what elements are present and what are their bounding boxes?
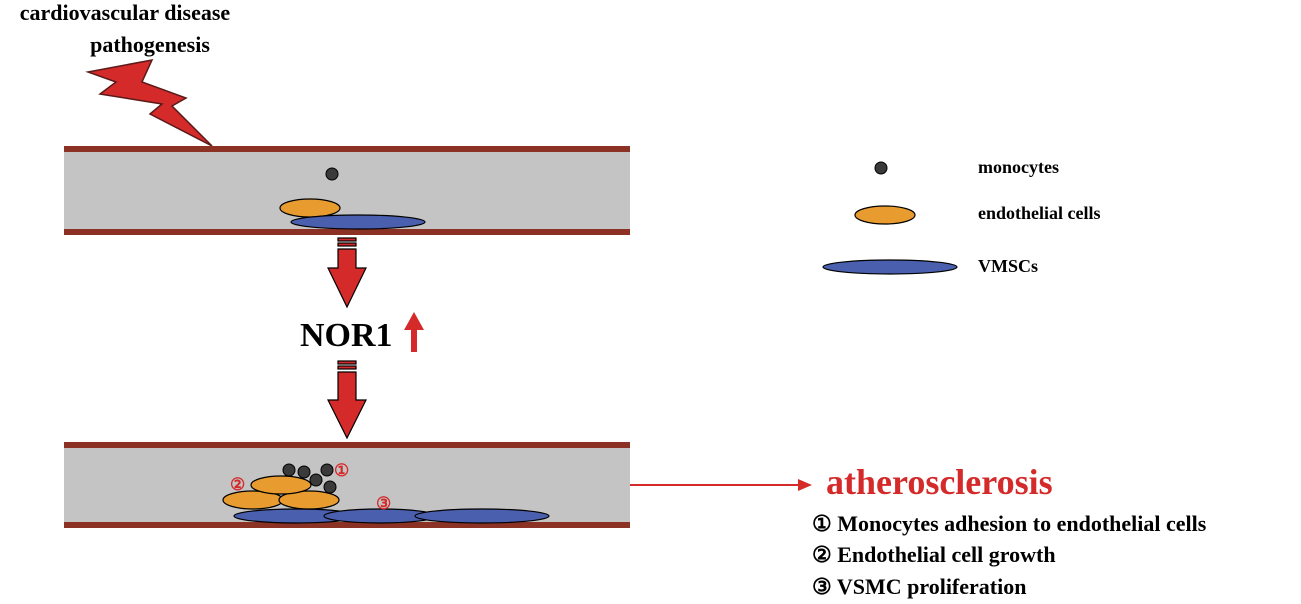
legend: monocytes endothelial cells VMSCs xyxy=(822,157,1101,276)
outcome-arrow xyxy=(630,479,812,491)
endothelial-cell xyxy=(250,475,312,495)
outcome-label: atherosclerosis xyxy=(826,462,1053,502)
monocyte-cell xyxy=(320,463,334,477)
vessel-bottom: ① ② ③ xyxy=(64,442,630,528)
vessel-top xyxy=(64,146,630,235)
down-arrow-1 xyxy=(327,237,367,309)
vessel-bottom-wall-upper xyxy=(64,442,630,448)
endothelial-cell xyxy=(279,198,341,218)
down-arrow-2 xyxy=(327,360,367,440)
monocyte-cell xyxy=(297,465,311,479)
legend-label-vmscs: VMSCs xyxy=(978,256,1038,276)
trigger-line-1: cardiovascular disease xyxy=(20,0,231,25)
up-arrow-icon xyxy=(404,312,424,352)
vessel-top-wall-lower xyxy=(64,229,630,235)
vessel-bottom-wall-lower xyxy=(64,522,630,528)
endothelial-cell xyxy=(278,490,340,510)
vsmc-cell xyxy=(290,214,426,230)
mechanism-item-2: ② Endothelial cell growth xyxy=(812,542,1056,567)
lightning-bolt-icon xyxy=(85,58,213,147)
monocyte-cell xyxy=(309,473,323,487)
legend-label-endothelial: endothelial cells xyxy=(978,203,1101,223)
legend-vsmc-swatch xyxy=(822,259,958,275)
trigger-line-2: pathogenesis xyxy=(90,32,210,57)
vsmc-cell xyxy=(414,508,550,524)
nor1-label: NOR1 xyxy=(300,317,393,354)
monocyte-cell xyxy=(325,167,339,181)
marker-2: ② xyxy=(230,475,245,494)
monocyte-cell xyxy=(323,480,337,494)
legend-monocyte-swatch xyxy=(874,161,888,175)
legend-label-monocytes: monocytes xyxy=(978,157,1059,177)
mechanism-item-3: ③ VSMC proliferation xyxy=(812,574,1026,599)
monocyte-cell xyxy=(282,463,296,477)
legend-endothelial-swatch xyxy=(854,205,916,225)
mechanism-item-1: ① Monocytes adhesion to endothelial cell… xyxy=(812,511,1207,536)
vessel-top-wall-upper xyxy=(64,146,630,152)
marker-3: ③ xyxy=(376,494,391,513)
marker-1: ① xyxy=(334,461,349,480)
